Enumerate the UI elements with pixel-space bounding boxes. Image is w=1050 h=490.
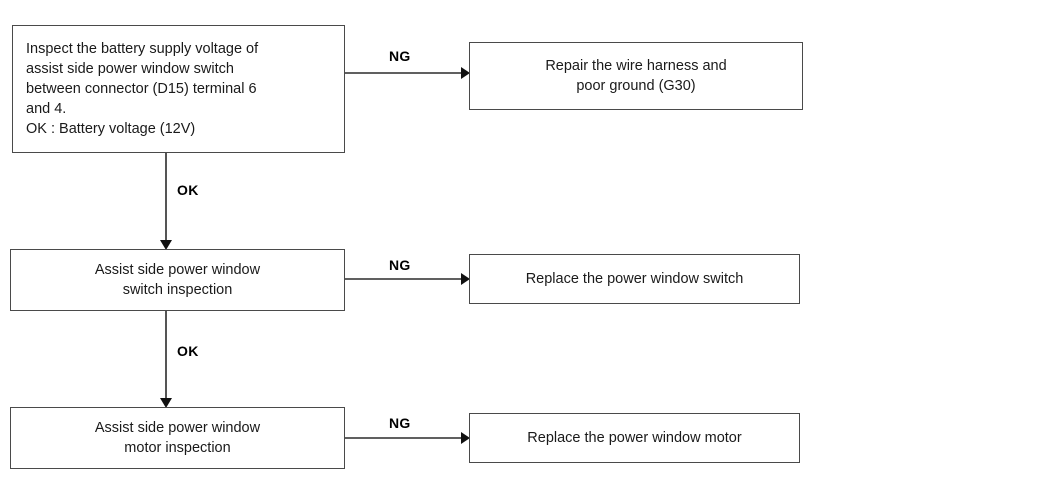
- node-replace-power-window-switch: Replace the power window switch: [469, 254, 800, 304]
- node-text-line: assist side power window switch: [26, 61, 234, 77]
- node-inspect-battery-voltage: Inspect the battery supply voltage of as…: [12, 25, 345, 153]
- node-text-line: poor ground (G30): [576, 78, 696, 94]
- node-text-line: Inspect the battery supply voltage of: [26, 41, 259, 57]
- node-text-line: Repair the wire harness and: [545, 58, 727, 74]
- node-text-line: Assist side power window: [94, 262, 261, 278]
- node-motor-inspection: Assist side power window motor inspectio…: [10, 407, 345, 469]
- node-switch-inspection: Assist side power window switch inspecti…: [10, 249, 345, 311]
- edge-label-ng-3: NG: [389, 415, 411, 431]
- node-text-line: Replace the power window switch: [525, 271, 744, 287]
- edge-label-ok-2: OK: [177, 343, 199, 359]
- node-repair-wire-harness: Repair the wire harness and poor ground …: [469, 42, 803, 110]
- edge-label-ok-1: OK: [177, 182, 199, 198]
- edge-label-ng-1: NG: [389, 48, 411, 64]
- node-replace-power-window-motor: Replace the power window motor: [469, 413, 800, 463]
- node-text-line: switch inspection: [122, 282, 233, 298]
- node-text-line: Assist side power window: [94, 420, 261, 436]
- node-text-line: Replace the power window motor: [527, 430, 742, 446]
- node-text-line: OK : Battery voltage (12V): [26, 121, 196, 137]
- edge-label-ng-2: NG: [389, 257, 411, 273]
- node-text-line: motor inspection: [124, 440, 231, 456]
- node-text-line: between connector (D15) terminal 6: [26, 81, 257, 97]
- node-text-line: and 4.: [26, 101, 67, 117]
